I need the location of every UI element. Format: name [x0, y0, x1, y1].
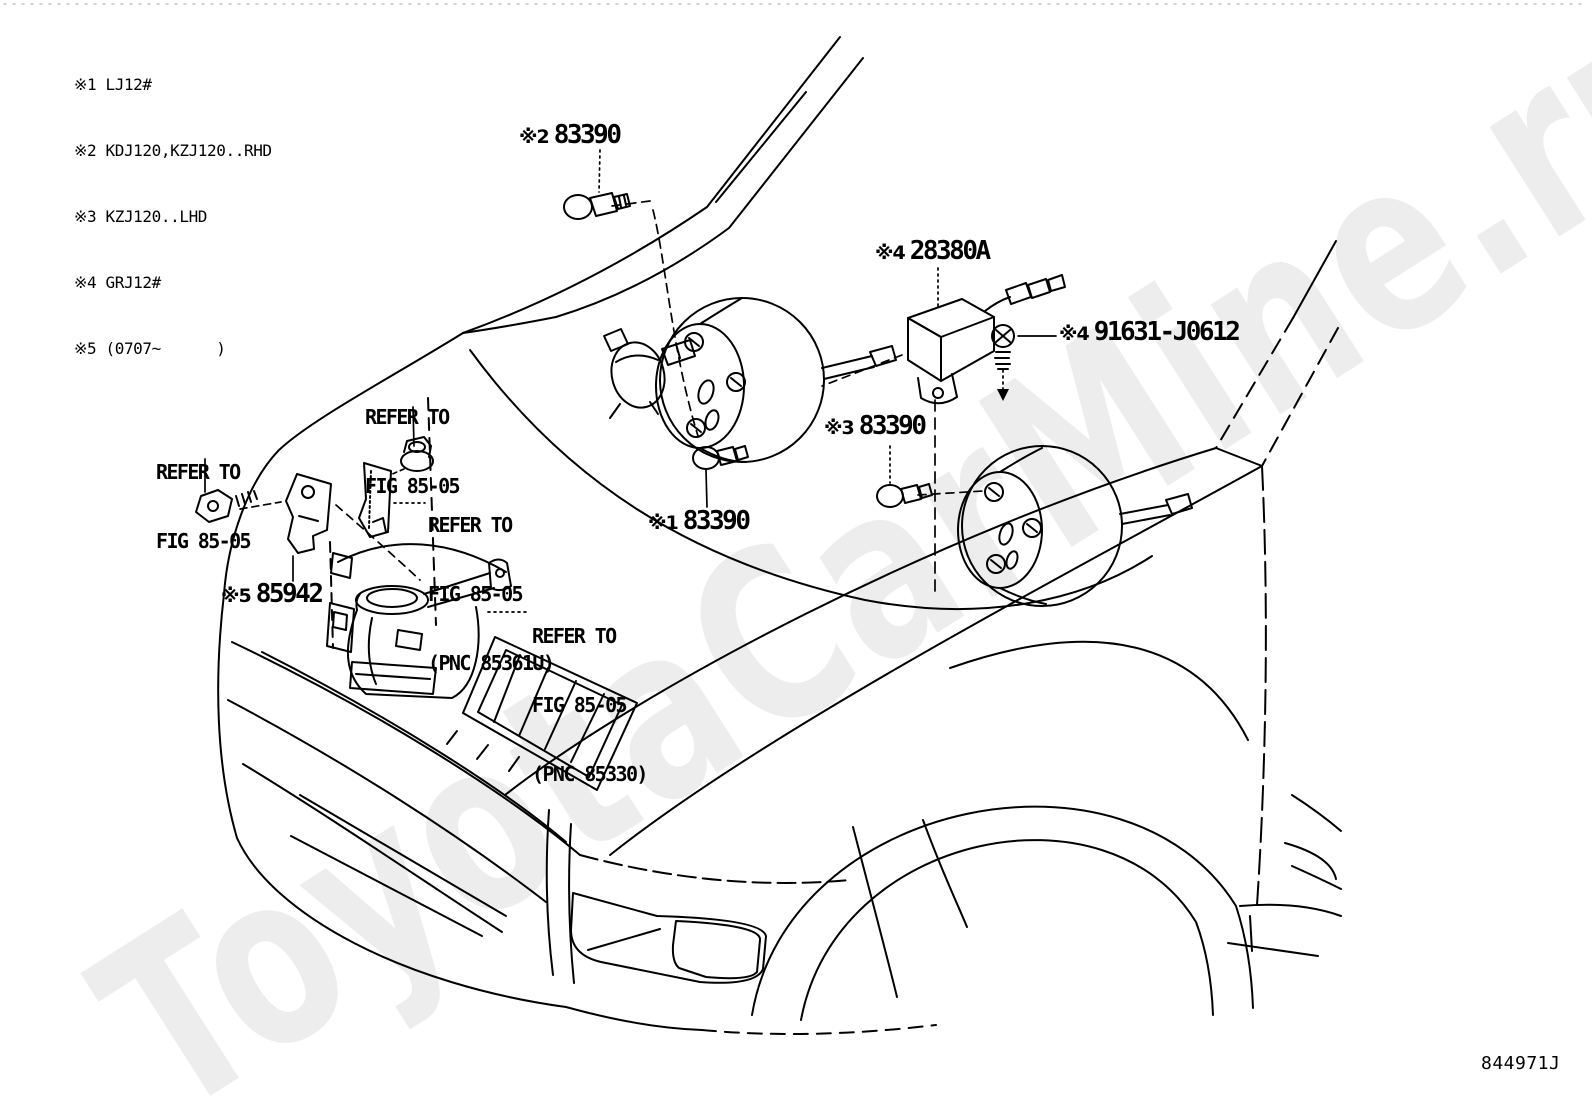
refer-label-pnc-85330: REFER TO FIG 85-05 (PNC 85330) — [532, 579, 648, 832]
refer-line: FIG 85-05 — [532, 693, 628, 717]
bolt-91631-drawing — [992, 325, 1014, 369]
bracket-85942-drawing — [286, 474, 331, 553]
part-number: 83390 — [682, 506, 751, 536]
fog-lamp-pocket — [571, 893, 766, 983]
refer-label-left: REFER TO FIG 85-05 — [156, 415, 252, 599]
stop-lamp-switch-rhd-drawing — [564, 193, 630, 219]
brake-booster-rear-drawing — [958, 446, 1192, 606]
part-number: 85942 — [255, 579, 324, 609]
drawing-code: 844971J — [1481, 1053, 1561, 1074]
refer-line: REFER TO — [428, 513, 513, 537]
bracket-85361u-drawing — [359, 463, 391, 537]
refer-line: REFER TO — [365, 405, 450, 429]
legend-item: ※1 LJ12# — [74, 75, 152, 94]
refer-label-top: REFER TO FIG 85-05 — [365, 360, 461, 544]
refer-line: FIG 85-05 — [428, 582, 524, 606]
front-wheel-arch — [752, 807, 1253, 1015]
legend-item: ※2 KDJ120,KZJ120..RHD — [74, 141, 272, 160]
mounting-nut-drawing — [401, 437, 433, 471]
fog-lamp — [673, 921, 760, 978]
legend-item: ※4 GRJ12# — [74, 273, 161, 292]
legend-item: ※5 (0707~ ) — [74, 339, 226, 358]
refer-line: (PNC 85330) — [532, 762, 648, 786]
variant-mark: ※2 — [519, 126, 550, 148]
fender-bolt-drawing — [196, 490, 257, 522]
refer-line: (PNC 85361U) — [428, 651, 555, 675]
part-number: 83390 — [858, 411, 927, 441]
part-number: 91631-J0612 — [1093, 317, 1241, 347]
refer-line: REFER TO — [156, 460, 241, 484]
stop-lamp-switch-lj-drawing — [693, 446, 748, 469]
refer-line: REFER TO — [532, 624, 617, 648]
refer-line: FIG 85-05 — [365, 474, 461, 498]
refer-label-pnc-85361u: REFER TO FIG 85-05 (PNC 85361U) — [428, 468, 555, 721]
part-number: 83390 — [553, 120, 622, 150]
relay-28380a-drawing — [908, 275, 1065, 403]
grille-inner-frame — [478, 650, 622, 777]
leader-lines — [205, 150, 1056, 612]
legend: ※1 LJ12# ※2 KDJ120,KZJ120..RHD ※3 KZJ120… — [74, 30, 272, 404]
variant-mark: ※4 — [875, 242, 906, 264]
brake-booster-front-drawing — [656, 298, 896, 462]
grille-outline — [463, 637, 637, 790]
refer-line: FIG 85-05 — [156, 529, 252, 553]
vsv-valve-drawing — [604, 329, 695, 418]
variant-mark: ※3 — [824, 417, 855, 439]
car-body-line-art — [218, 37, 1341, 1034]
variant-mark: ※5 — [221, 585, 252, 607]
legend-item: ※3 KZJ120..LHD — [74, 207, 208, 226]
variant-mark: ※1 — [648, 512, 679, 534]
part-number: 28380A — [909, 236, 991, 266]
variant-mark: ※4 — [1059, 323, 1090, 345]
washer-jar-85330-drawing — [327, 553, 511, 698]
stop-lamp-switch-lhd-drawing — [877, 484, 932, 507]
